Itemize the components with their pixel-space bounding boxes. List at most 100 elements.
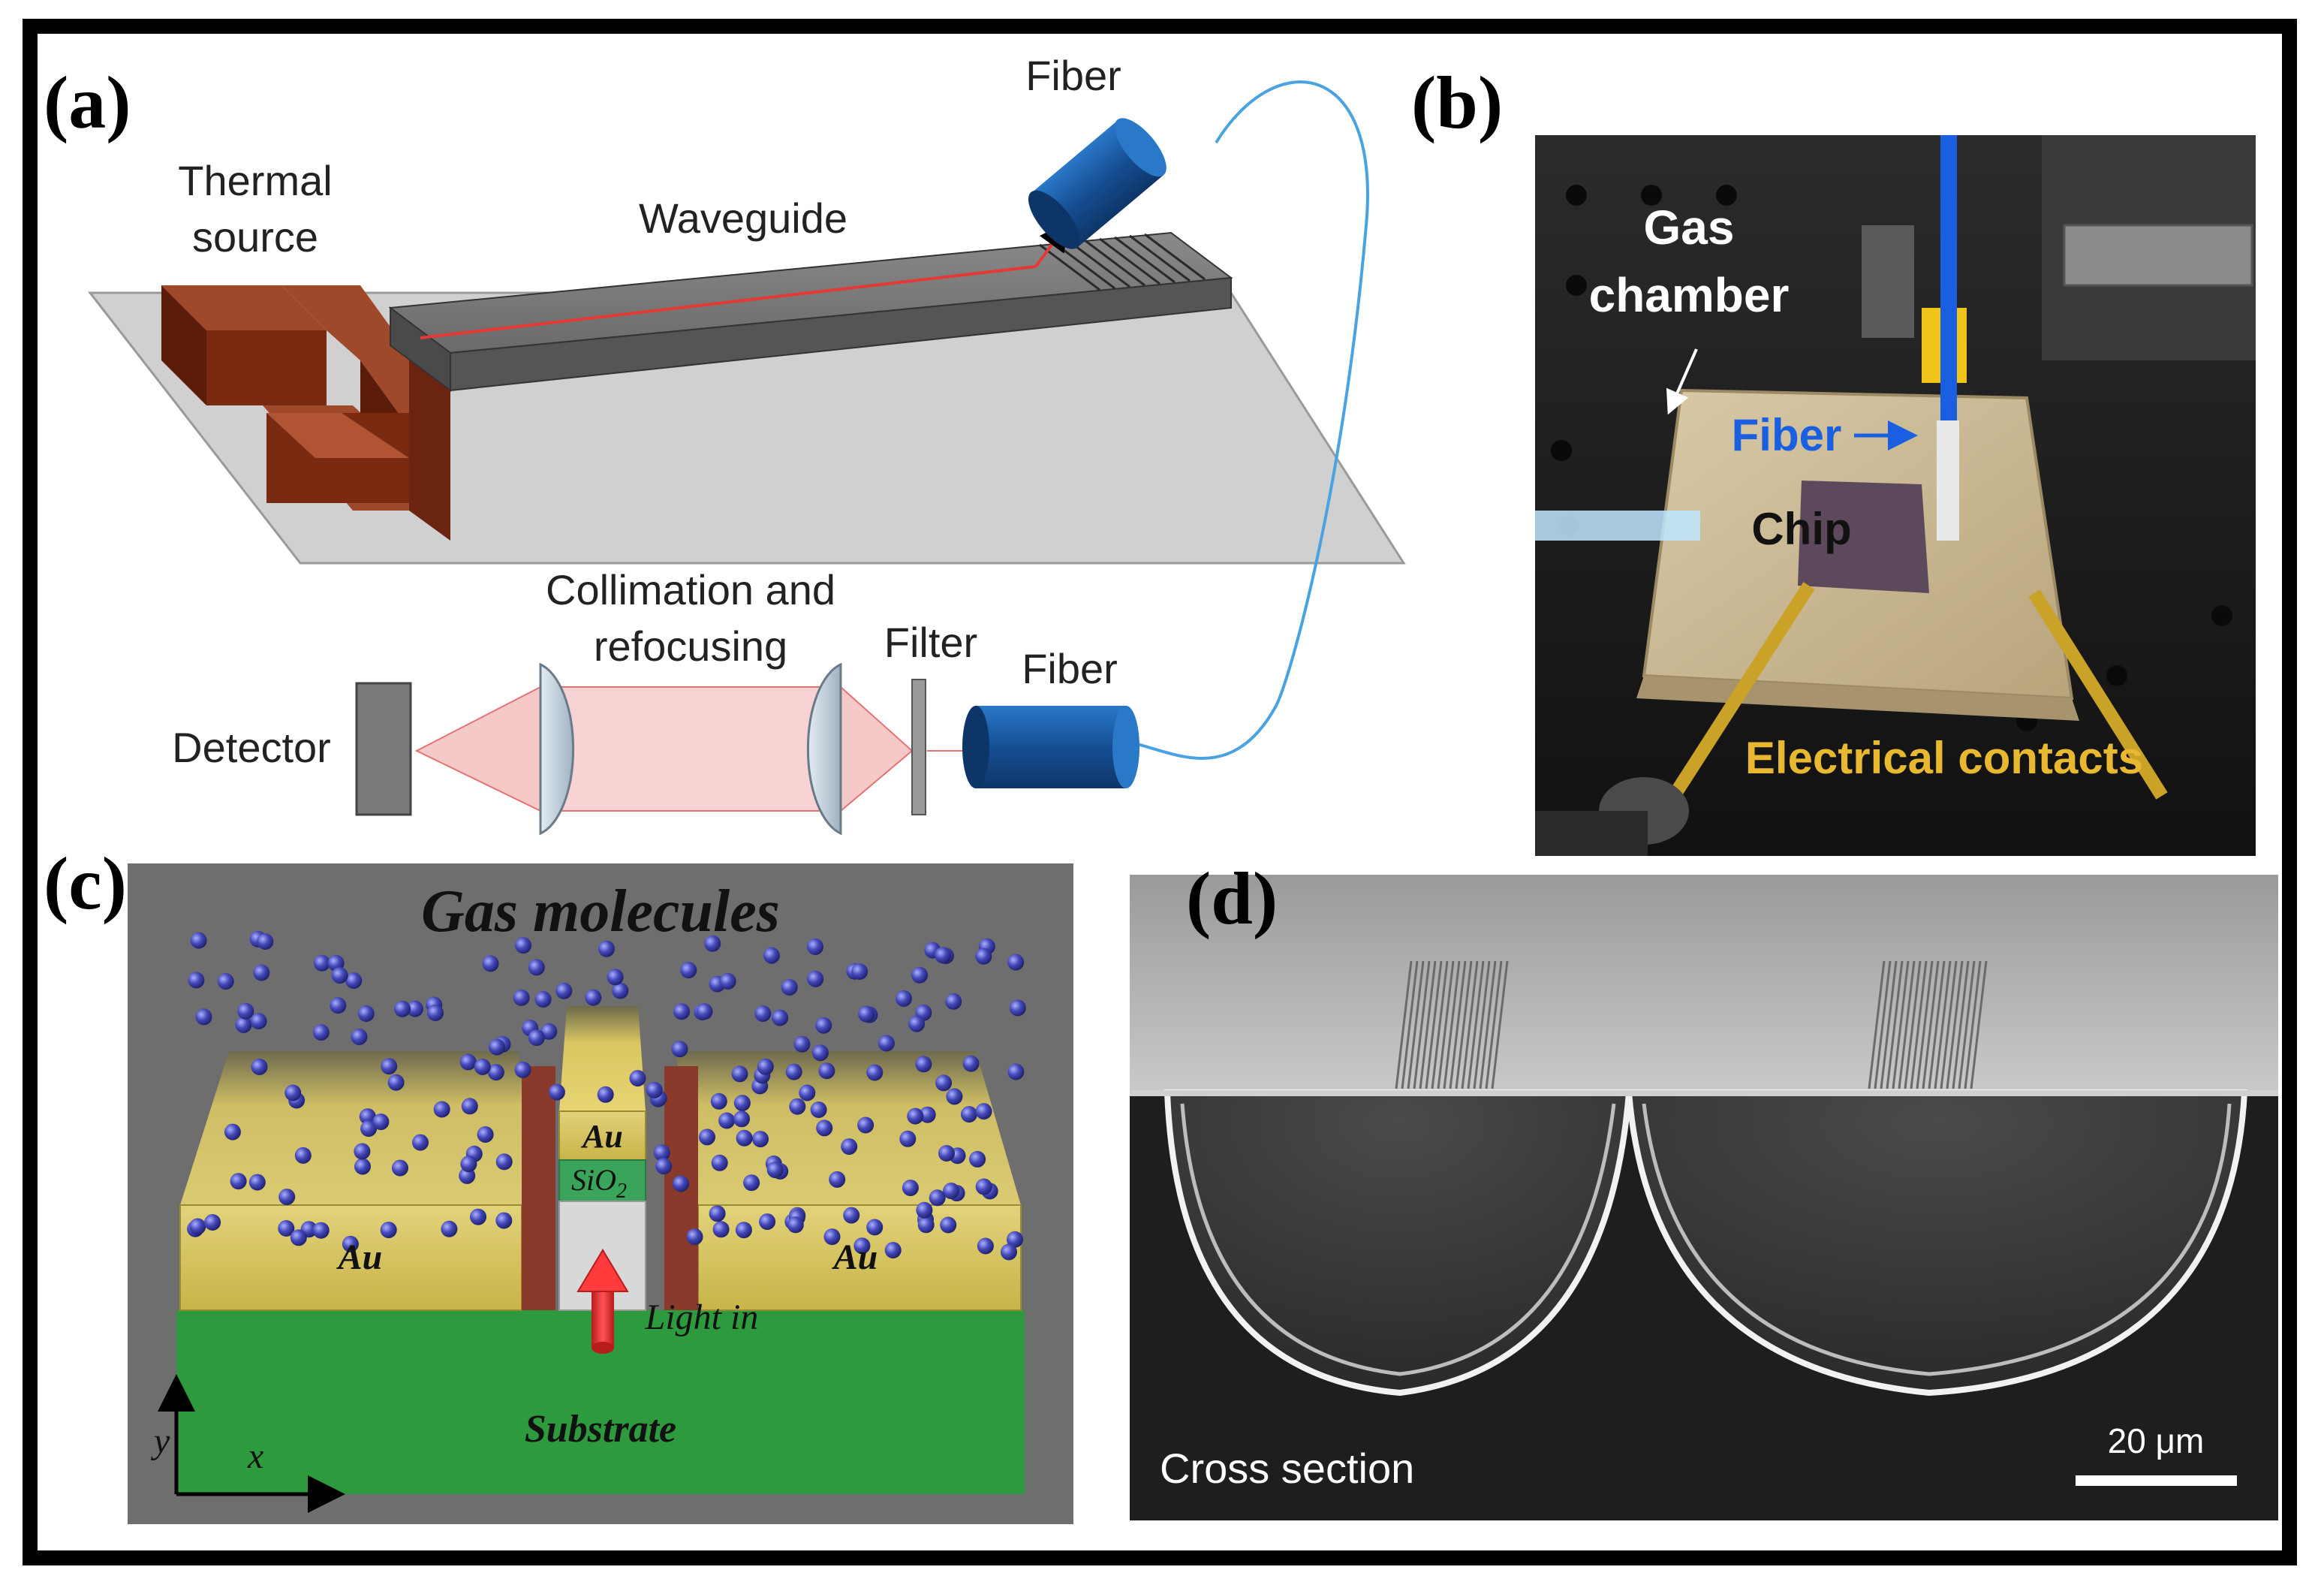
gas-molecule (312, 1222, 330, 1239)
grating-line (1904, 960, 1922, 1089)
gas-molecule (759, 1213, 776, 1231)
panel-d: (d) Cross section 20 μm (1130, 857, 2278, 1520)
grating-line (1970, 960, 1988, 1089)
grating-line (1419, 960, 1437, 1089)
gas-molecule (940, 1216, 957, 1234)
panel-a-label: (a) (44, 61, 131, 144)
scale-bar (2076, 1475, 2237, 1486)
lens-left (539, 662, 575, 836)
gas-molecule (735, 1222, 752, 1239)
gas-molecules (187, 930, 1026, 1261)
grating-line (1880, 960, 1898, 1089)
gas-molecule (975, 948, 992, 965)
grating-line (1940, 960, 1958, 1089)
gas-molecule (372, 1113, 390, 1131)
grating-line (1395, 960, 1413, 1089)
fiber-bottom-label: Fiber (1022, 645, 1118, 692)
gas-molecule (673, 1175, 689, 1192)
grating-line (1868, 960, 1886, 1089)
gas-molecule (548, 1083, 565, 1101)
fiber-top (1028, 80, 1369, 760)
gas-molecule (655, 1158, 673, 1175)
panel-d-label: (d) (1186, 857, 1278, 940)
gas-molecule (807, 970, 824, 987)
gas-molecule (646, 1081, 663, 1098)
gas-molecule (406, 1000, 423, 1017)
gas-molecule (1007, 954, 1025, 971)
gas-molecule (911, 966, 929, 984)
sio2-label: SiO2 (571, 1163, 627, 1203)
gas-molecule (719, 972, 736, 990)
waveguide-label: Waveguide (639, 194, 847, 242)
gas-molecule (810, 1101, 827, 1118)
gas-molecule (709, 1205, 726, 1222)
gas-molecule (969, 1150, 986, 1168)
panel-c-label: (c) (44, 842, 127, 925)
gas-molecule (248, 1174, 266, 1191)
gas-molecule (736, 1129, 753, 1147)
gas-molecule (710, 1092, 727, 1110)
grating-line (1886, 960, 1904, 1089)
gas-molecule (1001, 1243, 1017, 1261)
chip (1798, 481, 1929, 593)
gas-molecule (331, 967, 348, 984)
crater-right (1625, 1089, 2248, 1397)
gas-molecule (653, 1144, 670, 1162)
gas-molecule (427, 1005, 444, 1021)
grating-line (1479, 960, 1497, 1089)
gas-molecule (916, 1201, 933, 1219)
grating-line (1437, 960, 1455, 1089)
gas-molecule (699, 1128, 715, 1146)
gas-molecule (470, 1208, 486, 1225)
probe-right (2028, 589, 2168, 800)
sem-gratings (1395, 960, 1988, 1089)
gas-molecule (977, 1237, 994, 1255)
gas-molecule (866, 1219, 884, 1236)
gas-molecule (929, 1189, 946, 1207)
gas-molecule (757, 1058, 774, 1075)
grating-line (1958, 960, 1976, 1089)
gas-molecule (294, 1147, 312, 1164)
gas-molecule (712, 1221, 730, 1238)
light-path (420, 265, 1037, 339)
sio2-text: SiO (571, 1163, 616, 1197)
gas-molecule (482, 955, 499, 972)
axis-y-label: y (150, 1421, 170, 1461)
fiber-top-label: Fiber (1025, 52, 1121, 99)
grating-line (1467, 960, 1485, 1089)
gas-molecule (743, 1174, 760, 1192)
gas-molecule (359, 1108, 376, 1125)
gas-molecule (381, 1058, 398, 1075)
collimation-label-1: Collimation and (546, 566, 835, 613)
grating-line (1952, 960, 1970, 1089)
gas-molecule (459, 1053, 477, 1071)
gas-molecule (671, 1041, 688, 1058)
au-right (697, 1204, 1022, 1311)
grating-line (1431, 960, 1449, 1089)
gas-molecule (878, 1035, 895, 1052)
gas-molecule (919, 1106, 936, 1123)
gas-molecule (224, 1123, 241, 1141)
gas-molecule (841, 1138, 858, 1156)
filter-label: Filter (884, 619, 977, 666)
gas-molecule (851, 963, 868, 980)
gas-molecule (433, 1101, 450, 1118)
gas-molecule (190, 932, 207, 949)
grating-line (1874, 960, 1892, 1089)
gas-molecule (250, 1013, 267, 1029)
gas-chamber-label-1: Gas (1644, 200, 1735, 255)
grating-line (1946, 960, 1964, 1089)
gas-molecule (188, 972, 205, 989)
gas-chamber-label-2: chamber (1589, 268, 1790, 322)
gas-molecule (975, 1178, 992, 1195)
grating-line (1892, 960, 1910, 1089)
gas-molecule (495, 1212, 513, 1229)
gas-molecule (943, 1183, 960, 1200)
gas-molecule (477, 1126, 494, 1143)
gas-molecule (387, 1074, 405, 1091)
gas-molecule (686, 1228, 703, 1246)
gas-molecule (474, 1058, 491, 1075)
gas-molecule (961, 1106, 977, 1123)
au-top (558, 1110, 646, 1161)
